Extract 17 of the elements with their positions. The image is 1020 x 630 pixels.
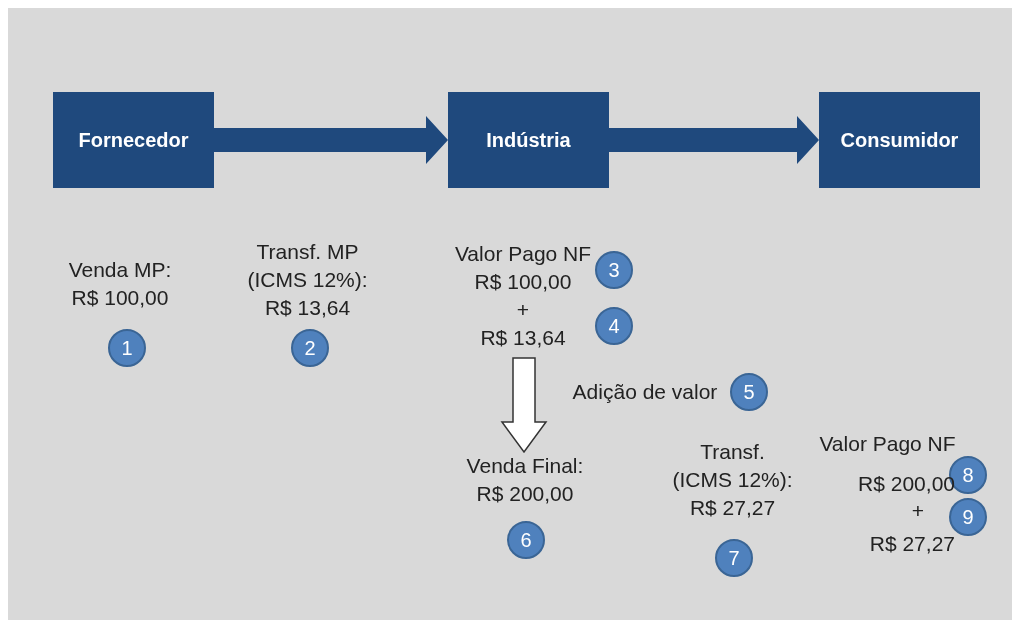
- hollow-arrow: [500, 357, 548, 454]
- note-text: Venda MP: R$ 100,00: [67, 257, 173, 311]
- amount-text: Valor Pago NF: [454, 241, 592, 267]
- amount-text: +: [516, 297, 530, 323]
- entity-box: Fornecedor: [53, 92, 214, 188]
- note-text: Transf. (ICMS 12%): R$ 27,27: [671, 439, 794, 521]
- block-arrow: [214, 116, 448, 164]
- block-arrow: [609, 116, 819, 164]
- entity-box: Indústria: [448, 92, 609, 188]
- note-text: Adição de valor: [571, 379, 719, 405]
- entity-box: Consumidor: [819, 92, 980, 188]
- note-text: Valor Pago NF: [818, 431, 957, 457]
- amount-text: R$ 100,00: [474, 269, 572, 295]
- note-text: +: [910, 498, 926, 524]
- amount-text: Venda Final: R$ 200,00: [465, 453, 585, 507]
- amount-text: R$ 13,64: [480, 325, 566, 351]
- note-text: Transf. MP (ICMS 12%): R$ 13,64: [246, 239, 369, 321]
